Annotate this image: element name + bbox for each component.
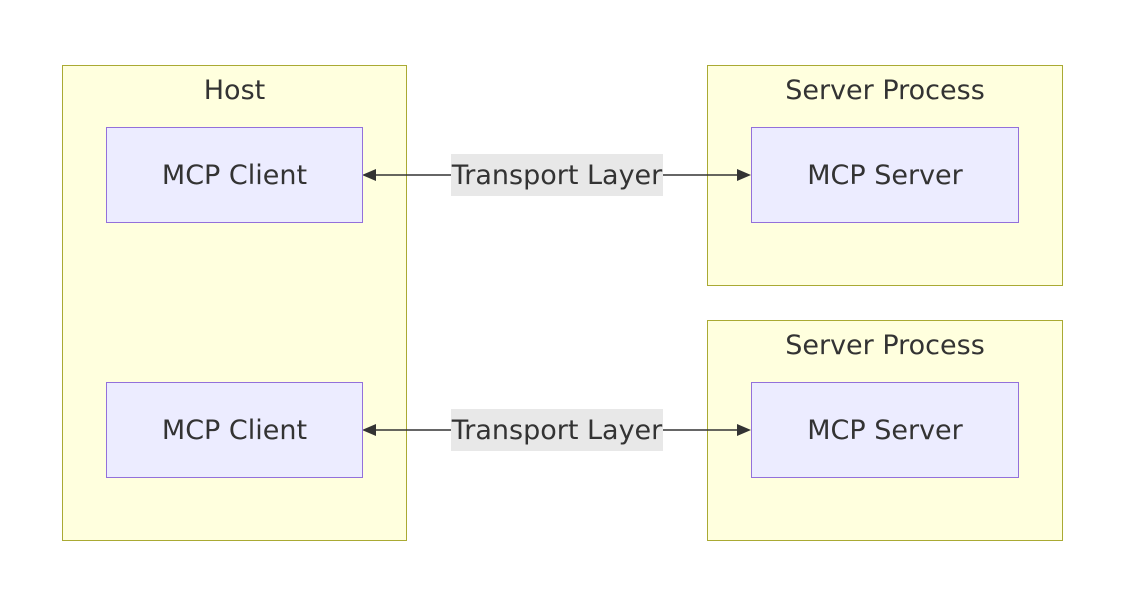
mcp-client-node-1[interactable]: MCP Client xyxy=(106,127,363,223)
transport-layer-label-1: Transport Layer xyxy=(451,154,663,196)
server-process-title-1: Server Process xyxy=(785,75,985,106)
server-process-title-2: Server Process xyxy=(785,330,985,361)
host-title: Host xyxy=(203,75,266,106)
transport-layer-label-2: Transport Layer xyxy=(451,409,663,451)
mcp-server-node-2[interactable]: MCP Server xyxy=(751,382,1019,478)
mcp-client-node-2[interactable]: MCP Client xyxy=(106,382,363,478)
mcp-server-node-1[interactable]: MCP Server xyxy=(751,127,1019,223)
